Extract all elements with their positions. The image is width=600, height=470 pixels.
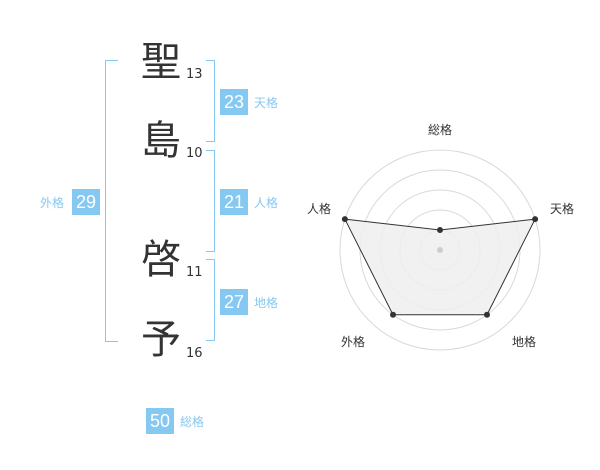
chikaku-label: 地格	[254, 296, 279, 310]
soukaku-value-badge: 50	[146, 408, 174, 434]
tenkaku-value-badge: 23	[220, 89, 248, 115]
name-char-1: 聖	[141, 39, 181, 85]
chikaku-value-badge: 27	[220, 289, 248, 315]
radar-label-chikaku: 地格	[512, 335, 537, 349]
radar-grid-ring	[359, 169, 521, 331]
jinkaku-bracket	[206, 150, 215, 252]
radar-label-soukaku: 総格	[428, 123, 453, 137]
gaikaku-bracket	[105, 60, 118, 342]
stroke-count-4: 16	[186, 346, 203, 361]
radar-grid-ring	[419, 229, 461, 271]
radar-grid	[339, 149, 541, 351]
radar-grid-ring	[339, 149, 541, 351]
radar-label-gaikaku: 外格	[341, 335, 366, 349]
radar-grid-ring	[379, 189, 501, 311]
radar-point-1	[532, 216, 539, 223]
jinkaku-value-badge: 21	[220, 189, 248, 215]
gaikaku-label: 外格	[40, 196, 65, 210]
radar-score-points	[341, 216, 539, 318]
stroke-count-2: 10	[186, 146, 203, 161]
gaikaku-value-badge: 29	[72, 189, 100, 215]
name-char-2: 島	[141, 118, 181, 164]
radar-point-4	[341, 216, 348, 223]
radar-score-polygon	[344, 218, 536, 316]
jinkaku-label: 人格	[254, 196, 279, 210]
radar-label-tenkaku: 天格	[550, 202, 575, 216]
name-char-3: 啓	[141, 237, 181, 283]
radar-center-dot	[437, 247, 443, 253]
stroke-count-3: 11	[186, 265, 203, 280]
stroke-count-1: 13	[186, 67, 203, 82]
radar-label-jinkaku: 人格	[307, 202, 332, 216]
radar-point-2	[484, 311, 490, 318]
radar-point-3	[390, 311, 396, 318]
tenkaku-bracket	[206, 60, 215, 142]
name-char-4: 予	[141, 317, 181, 363]
soukaku-label: 総格	[180, 415, 205, 429]
tenkaku-label: 天格	[254, 96, 279, 110]
radar-grid-ring	[399, 209, 481, 291]
chikaku-bracket	[206, 259, 215, 341]
radar-point-0	[437, 227, 443, 233]
